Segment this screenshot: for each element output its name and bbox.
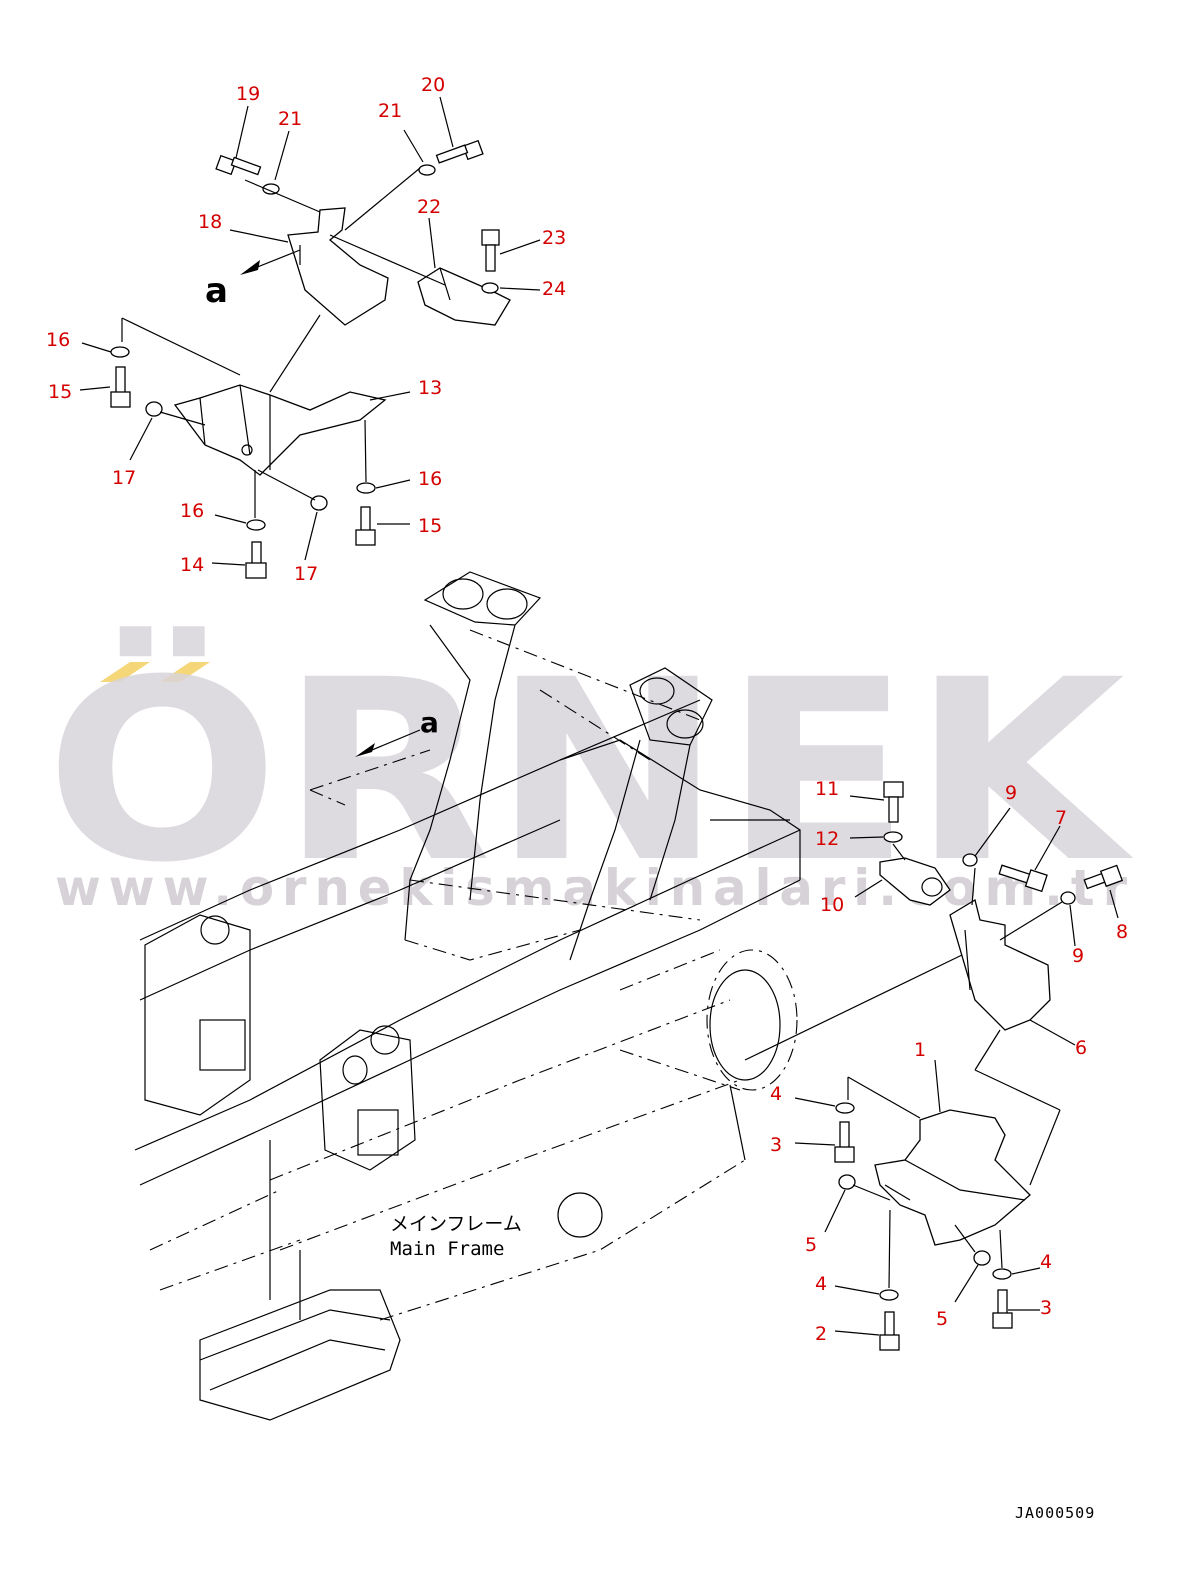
rear-mount-assembly: a bbox=[79, 96, 541, 579]
callout-23: 23 bbox=[542, 227, 566, 249]
callout-9-bottom: 9 bbox=[1072, 945, 1084, 967]
drawing-code: JA000509 bbox=[1015, 1504, 1095, 1522]
bolt-11 bbox=[883, 781, 904, 823]
washer-4-top bbox=[835, 1102, 855, 1114]
callout-16-top: 16 bbox=[46, 329, 70, 351]
callout-4-bottom: 4 bbox=[815, 1273, 827, 1295]
callout-20: 20 bbox=[421, 74, 445, 96]
watermark-brand: ÖRNEK bbox=[45, 626, 1134, 917]
callout-12: 12 bbox=[815, 828, 839, 850]
callout-24: 24 bbox=[542, 278, 566, 300]
callout-5-left: 5 bbox=[805, 1234, 817, 1256]
washer-24 bbox=[481, 282, 499, 294]
bolt-3-left bbox=[834, 1121, 855, 1163]
plug-17-right bbox=[310, 495, 328, 511]
washer-16-right bbox=[356, 482, 376, 494]
front-mount-assembly bbox=[744, 781, 1124, 1351]
bolt-8 bbox=[1083, 864, 1124, 890]
view-a-arrow-frame bbox=[355, 743, 375, 757]
callout-7: 7 bbox=[1055, 807, 1067, 829]
callout-18: 18 bbox=[198, 211, 222, 233]
callout-5-right: 5 bbox=[936, 1308, 948, 1330]
callout-numbers: 19 20 21 21 18 22 23 24 16 15 13 17 16 1… bbox=[46, 74, 1128, 1345]
callout-3-left: 3 bbox=[770, 1134, 782, 1156]
bolt-7 bbox=[998, 864, 1048, 893]
callout-6: 6 bbox=[1075, 1037, 1087, 1059]
callout-16-right: 16 bbox=[418, 468, 442, 490]
bolt-20 bbox=[435, 139, 484, 164]
callout-15-right: 15 bbox=[418, 515, 442, 537]
view-a-arrow-top bbox=[240, 260, 260, 275]
bolt-15-left bbox=[110, 366, 131, 408]
callout-14: 14 bbox=[180, 554, 204, 576]
bolt-15-right bbox=[355, 506, 376, 546]
washer-16-bottom bbox=[246, 519, 266, 531]
bolt-3-right bbox=[992, 1289, 1013, 1329]
callout-19: 19 bbox=[236, 83, 260, 105]
callout-21-left: 21 bbox=[278, 108, 302, 130]
washer-4-right bbox=[992, 1268, 1012, 1280]
washer-9-top bbox=[962, 853, 978, 867]
callout-4-right: 4 bbox=[1040, 1251, 1052, 1273]
callout-4-top: 4 bbox=[770, 1083, 782, 1105]
callout-3-right: 3 bbox=[1040, 1297, 1052, 1319]
callout-21-right: 21 bbox=[378, 100, 402, 122]
callout-11: 11 bbox=[815, 778, 839, 800]
callout-17-left: 17 bbox=[112, 467, 136, 489]
bolt-19 bbox=[215, 154, 262, 176]
callout-15-left: 15 bbox=[48, 381, 72, 403]
callout-1: 1 bbox=[914, 1039, 926, 1061]
bolt-14 bbox=[245, 541, 267, 579]
callout-8: 8 bbox=[1116, 921, 1128, 943]
callout-22: 22 bbox=[417, 196, 441, 218]
watermark-accent-right bbox=[160, 662, 210, 682]
callout-16-bottom: 16 bbox=[180, 500, 204, 522]
main-frame-drawing: a メインフレーム Main Frame bbox=[134, 571, 801, 1421]
callout-2: 2 bbox=[815, 1323, 827, 1345]
bolt-2 bbox=[879, 1311, 900, 1351]
plug-17-left bbox=[145, 401, 163, 417]
washer-12 bbox=[883, 831, 903, 843]
view-mark-frame: a bbox=[420, 706, 439, 739]
view-mark-top: a bbox=[205, 271, 228, 311]
callout-10: 10 bbox=[820, 894, 844, 916]
washer-9-bottom bbox=[1060, 891, 1076, 905]
washer-21-right bbox=[418, 164, 436, 176]
washer-21-left bbox=[262, 183, 280, 195]
main-frame-label-en: Main Frame bbox=[390, 1238, 504, 1260]
watermark-accent-left bbox=[100, 662, 150, 682]
plug-5-right bbox=[973, 1250, 991, 1266]
main-frame-label-jp: メインフレーム bbox=[390, 1213, 522, 1235]
washer-16-top bbox=[110, 346, 130, 358]
plug-5-left bbox=[838, 1174, 856, 1190]
callout-9-top: 9 bbox=[1005, 782, 1017, 804]
bolt-23 bbox=[481, 229, 500, 272]
washer-4-bottom bbox=[879, 1289, 899, 1301]
watermark: ÖRNEK www.ornekismakinalari.com.tr bbox=[45, 626, 1134, 917]
callout-13: 13 bbox=[418, 377, 442, 399]
callout-17-right: 17 bbox=[294, 563, 318, 585]
